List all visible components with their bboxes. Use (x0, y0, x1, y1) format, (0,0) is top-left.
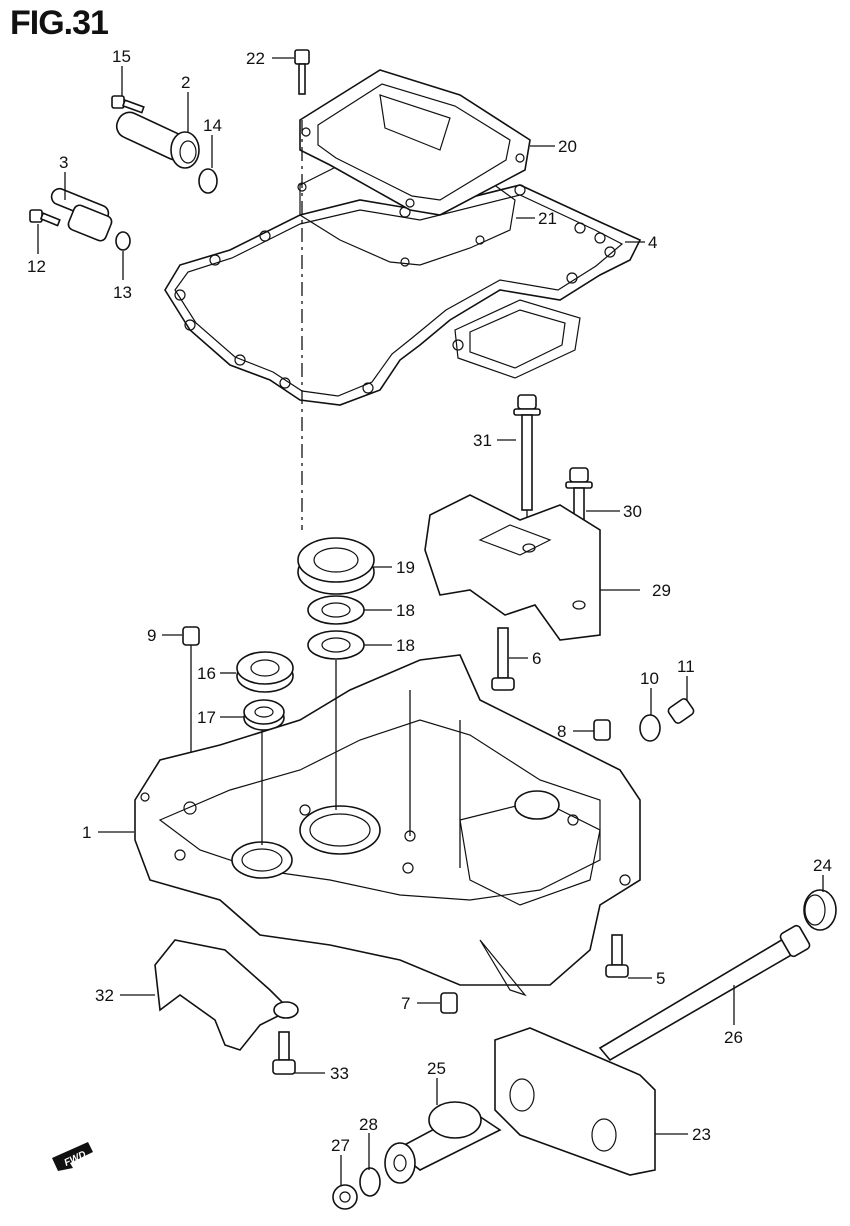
callout-2: 2 (181, 73, 190, 92)
callout-19: 19 (396, 558, 415, 577)
callout-15: 15 (112, 47, 131, 66)
callout-17: 17 (197, 708, 216, 727)
callout-4: 4 (648, 233, 657, 252)
callout-23: 23 (692, 1125, 711, 1144)
callout-3: 3 (59, 153, 68, 172)
mount-block-part-23 (494, 1027, 656, 1176)
nut-part-27 (332, 1184, 358, 1210)
oil-pan-housing-part-1 (134, 654, 641, 997)
bolt-part-5 (605, 934, 629, 978)
o-ring-part-13 (115, 231, 131, 251)
bushing-part-25 (384, 1101, 502, 1184)
dowel-part-8 (593, 719, 611, 741)
plug-part-11 (667, 698, 695, 724)
callout-20: 20 (558, 137, 577, 156)
callout-9: 9 (147, 626, 156, 645)
callout-28: 28 (359, 1115, 378, 1134)
callout-33: 33 (330, 1064, 349, 1083)
leader-lines (37, 57, 824, 1185)
washer-part-18-upper (307, 595, 365, 625)
figure-title: FIG.31 (10, 4, 109, 42)
dowel-part-7 (440, 992, 458, 1014)
callout-22: 22 (246, 49, 265, 68)
callout-7: 7 (401, 994, 410, 1013)
forward-direction-arrow-icon: FWD (52, 1142, 93, 1171)
bolt-part-12 (29, 209, 61, 227)
washer-part-28 (359, 1167, 381, 1197)
callout-labels: 22 15 2 14 3 12 13 20 21 4 31 30 29 19 1… (27, 47, 832, 1155)
callout-1: 1 (82, 823, 91, 842)
gasket-part-4 (164, 184, 642, 406)
seal-part-17 (243, 699, 285, 731)
callout-8: 8 (557, 722, 566, 741)
dowel-part-9 (182, 626, 200, 800)
washer-part-10 (639, 714, 661, 742)
callout-18-upper: 18 (396, 601, 415, 620)
bolt-part-33 (272, 1031, 296, 1075)
o-ring-part-14 (198, 168, 218, 194)
callout-10: 10 (640, 669, 659, 688)
callout-6: 6 (532, 649, 541, 668)
callout-27: 27 (331, 1136, 350, 1155)
bearing-part-16 (236, 651, 294, 693)
callout-14: 14 (203, 116, 222, 135)
bracket-part-32 (154, 939, 299, 1051)
callout-25: 25 (427, 1059, 446, 1078)
callout-18-lower: 18 (396, 636, 415, 655)
callout-12: 12 (27, 257, 46, 276)
callout-29: 29 (652, 581, 671, 600)
callout-31: 31 (473, 431, 492, 450)
washer-part-18-lower (307, 630, 365, 660)
seal-part-19 (297, 537, 375, 595)
callout-13: 13 (113, 283, 132, 302)
callout-30: 30 (623, 502, 642, 521)
callout-11: 11 (677, 657, 695, 676)
bolt-part-31 (513, 394, 541, 540)
callout-16: 16 (197, 664, 216, 683)
cover-part-20 (299, 69, 531, 216)
bolt-part-22 (294, 49, 310, 95)
bolt-part-6 (491, 627, 515, 691)
bracket-part-29 (424, 494, 601, 641)
callout-5: 5 (656, 969, 665, 988)
callout-26: 26 (724, 1028, 743, 1047)
cap-part-24 (803, 889, 837, 931)
callout-24: 24 (813, 856, 832, 875)
component-part-3 (50, 187, 113, 242)
callout-21: 21 (538, 209, 557, 228)
component-part-2 (115, 111, 200, 169)
bolt-part-15 (111, 95, 145, 114)
long-bolt-part-26 (598, 924, 811, 1062)
callout-32: 32 (95, 986, 114, 1005)
